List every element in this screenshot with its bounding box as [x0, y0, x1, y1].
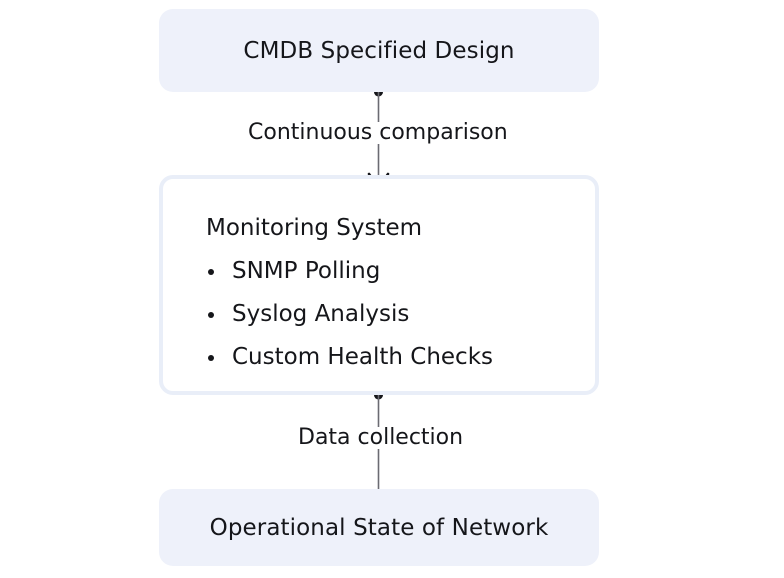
list-item-label: Syslog Analysis: [232, 301, 410, 327]
edge-label-data-collection: Data collection: [291, 427, 471, 449]
node-cmdb-specified-design[interactable]: CMDB Specified Design: [159, 9, 599, 92]
node-operational-title: Operational State of Network: [209, 514, 549, 541]
list-item: SNMP Polling: [206, 260, 581, 283]
node-monitoring-system[interactable]: Monitoring System SNMP Polling Syslog An…: [159, 175, 599, 395]
list-item: Syslog Analysis: [206, 303, 581, 326]
list-item-label: Custom Health Checks: [232, 344, 493, 370]
list-item-label: SNMP Polling: [232, 258, 381, 284]
node-cmdb-title: CMDB Specified Design: [243, 37, 515, 64]
bullet-dot-icon: [208, 311, 214, 318]
bullet-dot-icon: [208, 268, 214, 275]
monitoring-system-body: Monitoring System SNMP Polling Syslog An…: [206, 217, 581, 369]
edge-label-continuous-comparison: Continuous comparison: [241, 122, 515, 144]
bullet-dot-icon: [208, 354, 214, 361]
list-item: Custom Health Checks: [206, 346, 581, 369]
monitoring-capability-list: SNMP Polling Syslog Analysis Custom Heal…: [206, 260, 581, 369]
node-operational-state-of-network[interactable]: Operational State of Network: [159, 489, 599, 566]
node-monitoring-title: Monitoring System: [206, 215, 423, 241]
